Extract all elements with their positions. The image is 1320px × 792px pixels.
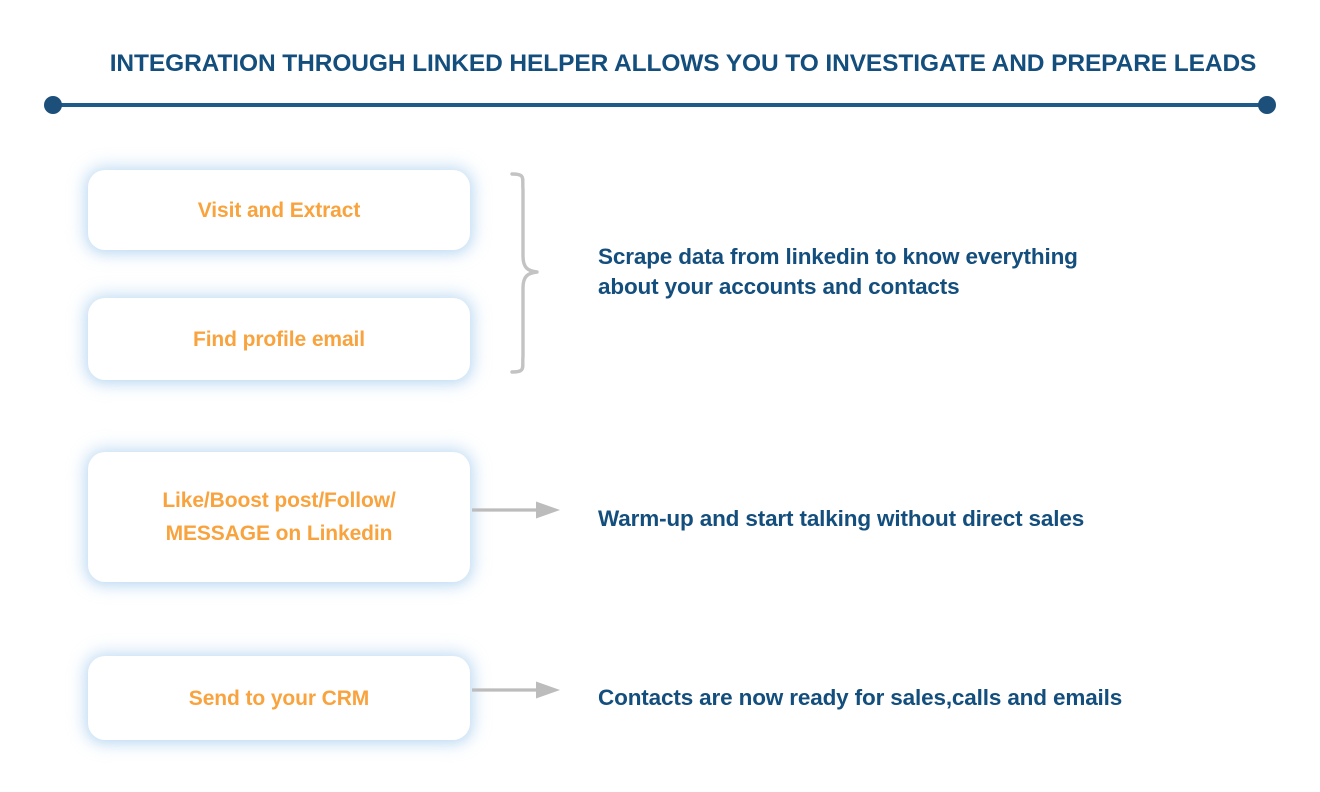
step-card-send-to-crm[interactable]: Send to your CRM bbox=[88, 656, 470, 740]
rule-dot-right-icon bbox=[1258, 96, 1276, 114]
step-card-label: Like/Boost post/Follow/ MESSAGE on Linke… bbox=[162, 489, 396, 545]
page-title: INTEGRATION THROUGH LINKED HELPER ALLOWS… bbox=[109, 50, 1257, 77]
description-text: Scrape data from linkedin to know everyt… bbox=[598, 244, 1078, 299]
header: INTEGRATION THROUGH LINKED HELPER ALLOWS… bbox=[44, 50, 1276, 114]
step-card-label: Send to your CRM bbox=[188, 686, 370, 710]
arrow-right-icon bbox=[472, 501, 560, 519]
rule-line bbox=[53, 103, 1267, 107]
rule-dot-left-icon bbox=[44, 96, 62, 114]
step-card-visit-and-extract[interactable]: Visit and Extract bbox=[88, 170, 470, 250]
arrow-right-icon bbox=[472, 681, 560, 699]
description-text: Contacts are now ready for sales,calls a… bbox=[598, 685, 1123, 710]
step-card-like-boost-follow-message[interactable]: Like/Boost post/Follow/ MESSAGE on Linke… bbox=[88, 452, 470, 582]
step-card-label: Visit and Extract bbox=[197, 198, 361, 222]
header-divider-rule bbox=[44, 96, 1276, 114]
curly-brace-icon bbox=[510, 172, 539, 374]
step-card-label: Find profile email bbox=[192, 327, 366, 351]
step-card-find-profile-email[interactable]: Find profile email bbox=[88, 298, 470, 380]
description-text: Warm-up and start talking without direct… bbox=[598, 506, 1085, 531]
